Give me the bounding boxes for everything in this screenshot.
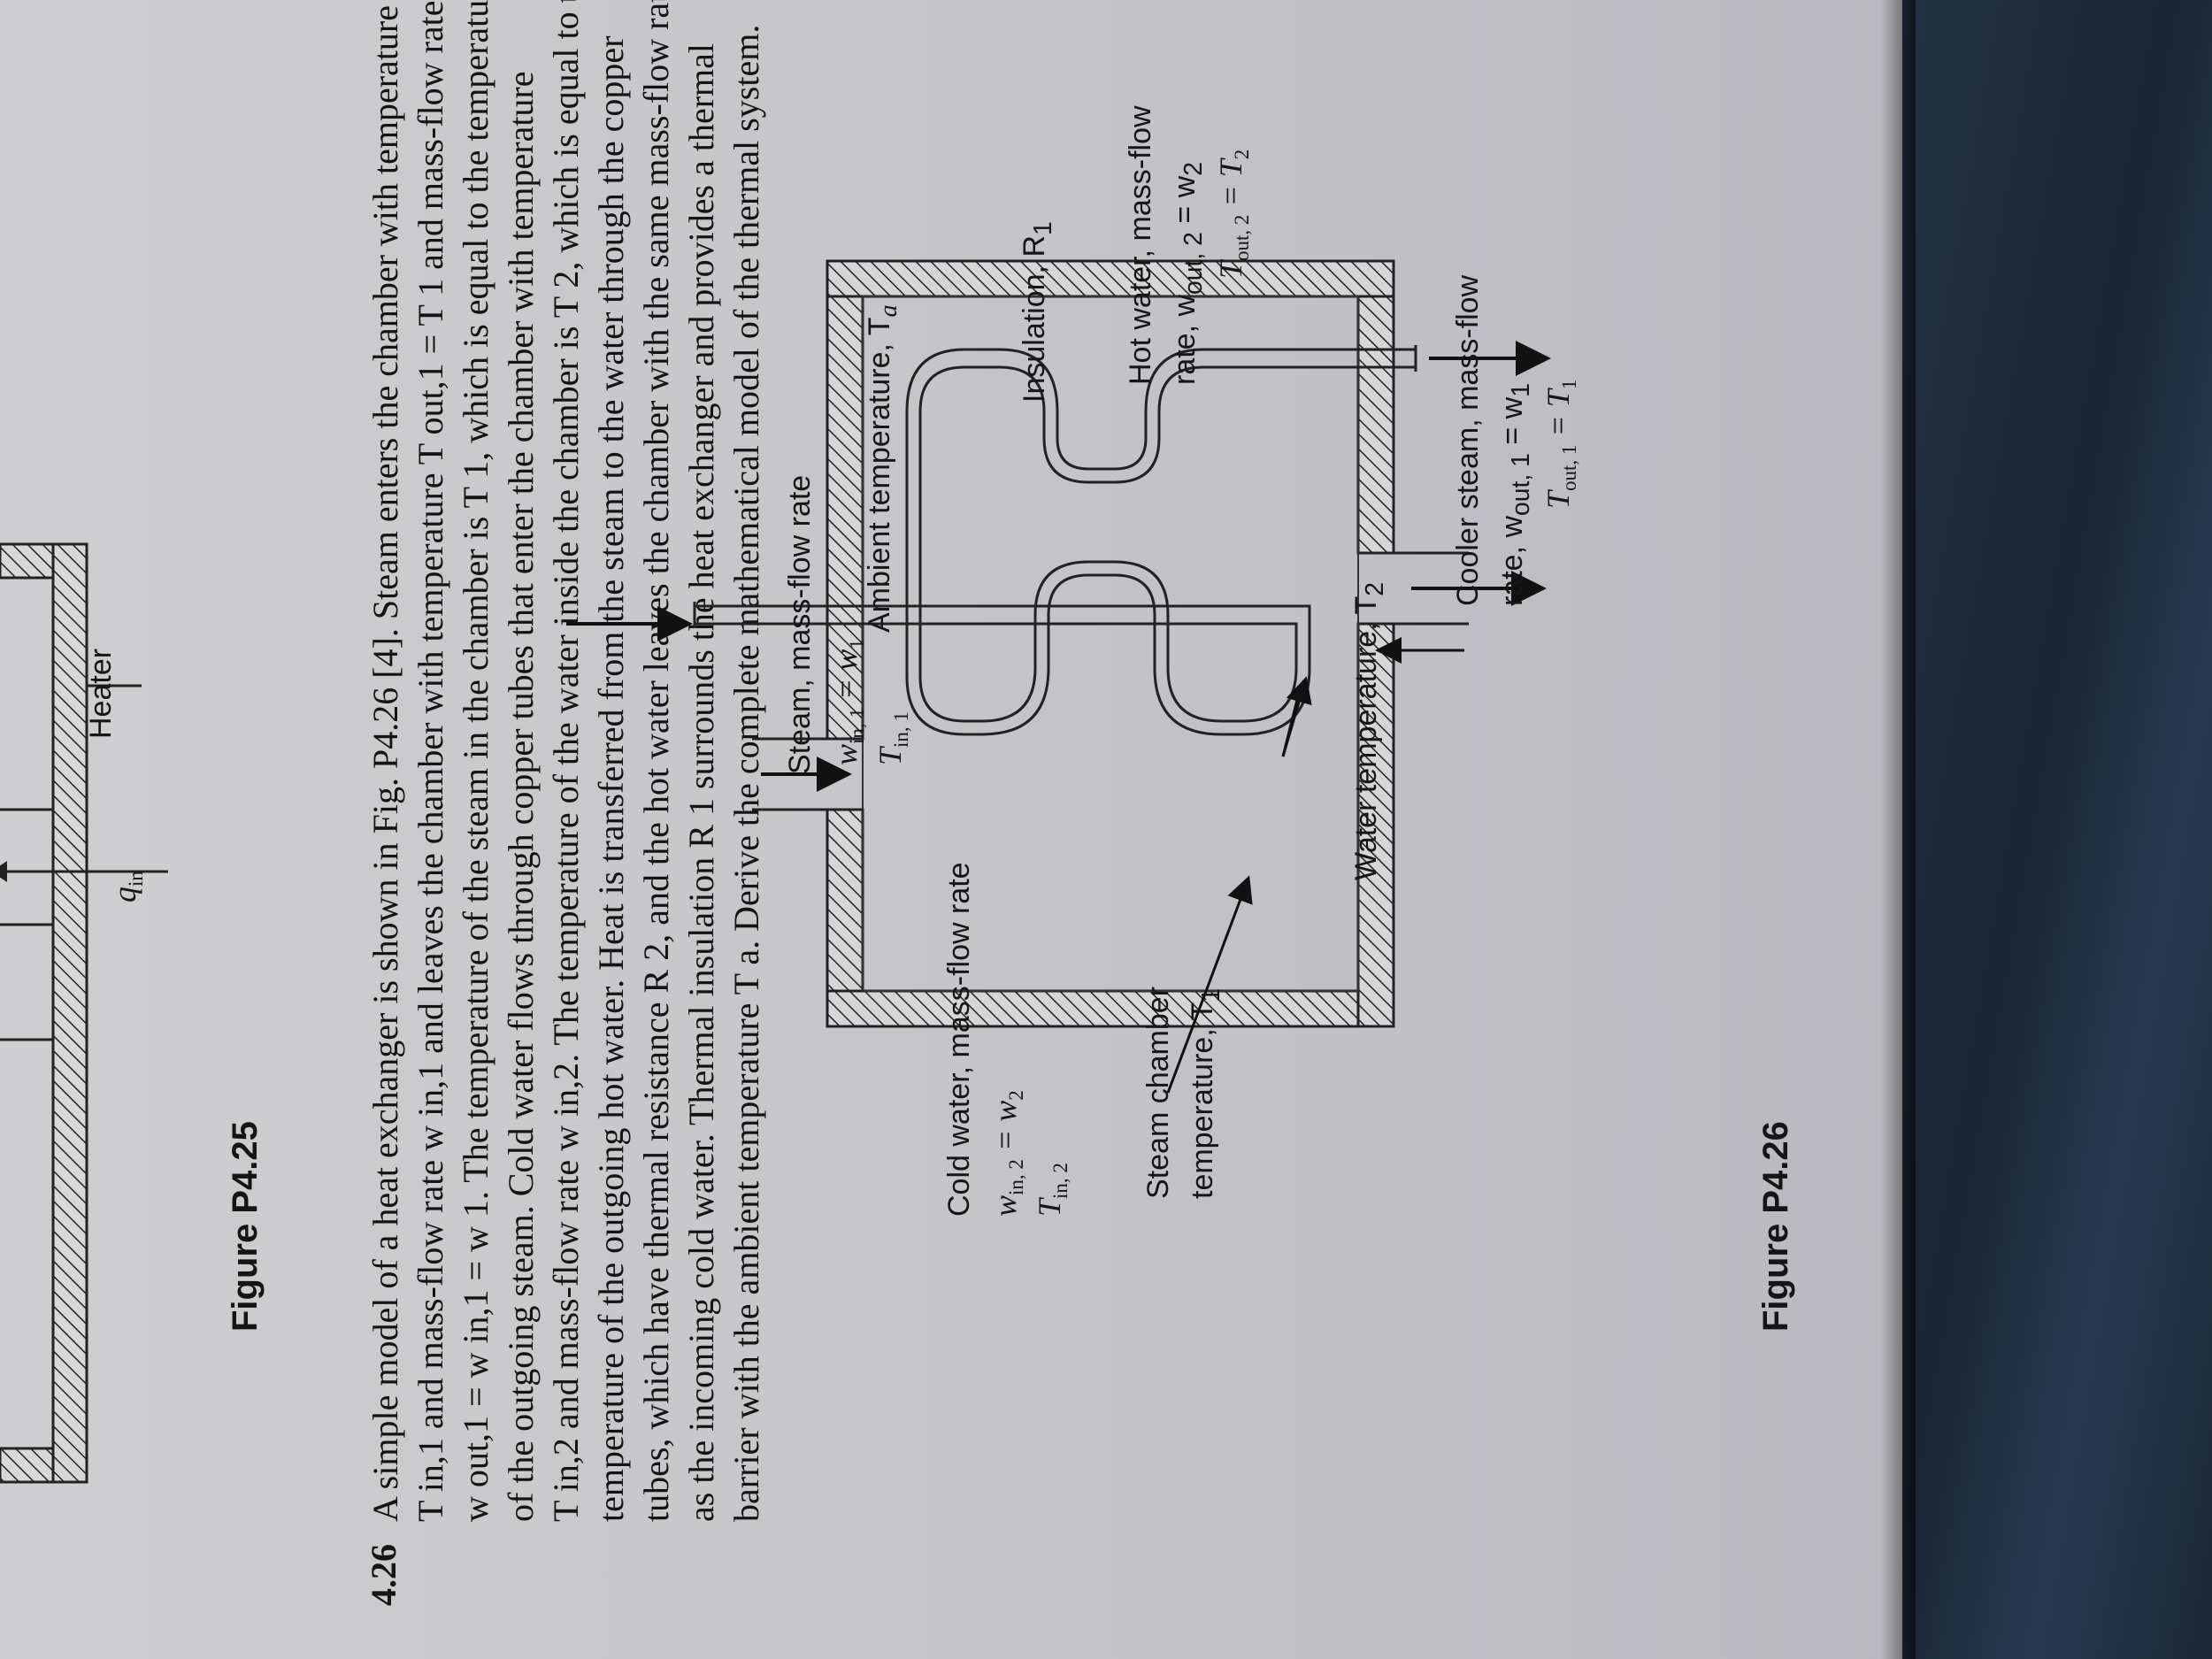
heater-label: Heater: [84, 648, 118, 739]
cooler-steam-label-2: rate, wout, 1 = w1: [1495, 382, 1535, 606]
hot-water-label-1: Hot water, mass-flow: [1124, 105, 1157, 385]
steam-chamber-label-1: Steam chamber: [1141, 987, 1175, 1199]
page-edge-shadow: [1880, 0, 1916, 1659]
problem-text-line: w out,1 = w in,1 = w 1. The temperature …: [456, 0, 495, 1522]
cold-water-t: Tin, 2: [1032, 1163, 1072, 1217]
ambient-temperature-label: Ambient temperature, Ta: [863, 304, 902, 633]
problem-text-line: T in,1 and mass-flow rate w in,1 and lea…: [411, 0, 450, 1522]
problem-text-line: as the incoming cold water. Thermal insu…: [681, 42, 721, 1522]
hot-water-t: Tout, 2 = T2: [1213, 149, 1254, 279]
figure-p4-25-caption: Figure P4.25: [226, 1121, 265, 1332]
cold-water-w: win, 2 = w2: [987, 1090, 1028, 1217]
problem-number: 4.26: [364, 1544, 403, 1606]
cold-water-label: Cold water, mass-flow rate: [942, 862, 976, 1217]
insulation-label: Insulation, R1: [1018, 221, 1057, 403]
problem-text-line: A simple model of a heat exchanger is sh…: [365, 4, 405, 1522]
problem-text-line: T in,2 and mass-flow rate w in,2. The te…: [546, 0, 586, 1522]
problem-text-line: temperature of the outgoing hot water. H…: [591, 35, 631, 1522]
problem-text: A simple model of a heat exchanger is sh…: [363, 0, 769, 1522]
background-fabric: [1902, 0, 2212, 1659]
insulation-walls: [826, 259, 1395, 1028]
cooler-steam-label-1: Cooler steam, mass-flow: [1451, 274, 1485, 606]
problem-text-line: tubes, which have thermal resistance R 2…: [636, 0, 676, 1522]
steam-in-w: win, 1 = w1: [828, 639, 869, 765]
problem-text-line: of the outgoing steam. Cold water flows …: [501, 71, 541, 1522]
steam-chamber-label-2: temperature, T1: [1186, 987, 1225, 1199]
figure-p4-26-caption: Figure P4.26: [1756, 1121, 1795, 1332]
steam-in-label: Steam, mass-flow rate: [783, 474, 817, 774]
figure-p4-25-drawing: [0, 542, 168, 1484]
q-in-label: qin: [107, 871, 148, 902]
problem-text-line: barrier with the ambient temperature T a…: [726, 24, 766, 1522]
cooler-steam-t: Tout, 1 = T1: [1540, 379, 1581, 509]
hot-water-label-2: rate, wout, 2 = w2: [1168, 161, 1208, 385]
water-temperature-label: Water temperature, T2: [1349, 582, 1389, 880]
page-content-rotated: qin Heater Figure P4.25 4.26 A simple mo…: [0, 0, 1795, 1606]
steam-in-t: Tin, 1: [872, 711, 913, 765]
textbook-page: qin Heater Figure P4.25 4.26 A simple mo…: [0, 0, 1902, 1659]
